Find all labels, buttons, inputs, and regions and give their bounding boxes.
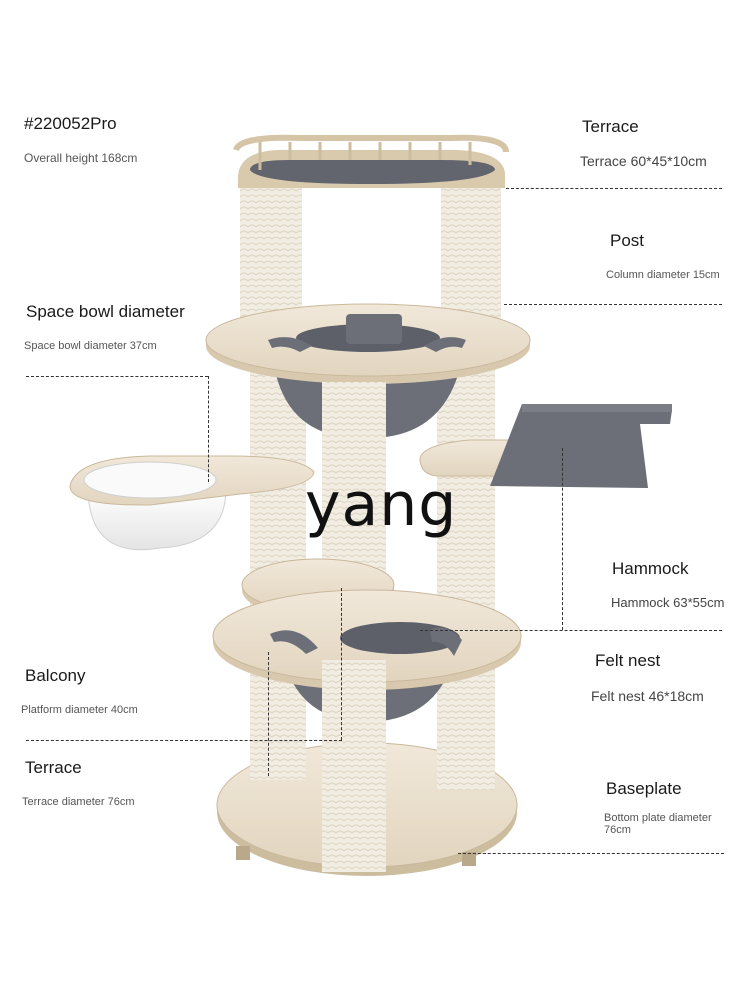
terrace-bottom-title: Terrace — [25, 758, 82, 777]
space-bowl-size: Space bowl diameter 37cm — [24, 340, 157, 352]
terrace-bottom-size: Terrace diameter 76cm — [22, 796, 135, 808]
balcony-title: Balcony — [25, 666, 86, 685]
leader-line-felt-nest — [420, 630, 722, 631]
balcony-size: Platform diameter 40cm — [21, 704, 138, 716]
rope-post — [437, 360, 495, 790]
overall-height: Overall height 168cm — [24, 151, 138, 165]
post-size: Column diameter 15cm — [606, 269, 720, 281]
leader-line-bowl-vertical — [208, 376, 209, 482]
leader-line-balcony-vertical — [341, 588, 342, 740]
felt-nest-size: Felt nest 46*18cm — [591, 688, 704, 704]
leader-line-hammock-vertical — [562, 448, 563, 630]
watermark-text: yang — [305, 470, 458, 540]
hammock-size: Hammock 63*55cm — [611, 595, 725, 610]
felt-nest-title: Felt nest — [595, 651, 661, 670]
baseplate-size: Bottom plate diameter 76cm — [604, 812, 712, 836]
rope-post — [441, 180, 501, 330]
leader-line-baseplate — [458, 853, 724, 854]
hammock — [419, 404, 672, 488]
space-bowl — [69, 455, 315, 551]
leader-line-post — [504, 304, 722, 305]
leader-line-bowl — [26, 376, 208, 377]
post-title: Post — [610, 231, 645, 250]
rope-post — [322, 660, 386, 872]
top-terrace — [233, 134, 509, 188]
product-code: #220052Pro — [24, 114, 117, 133]
leader-line-terrace — [506, 188, 722, 189]
terrace-top-size: Terrace 60*45*10cm — [580, 153, 707, 169]
baseplate-title: Baseplate — [606, 779, 682, 798]
leader-line-terrace-vertical — [268, 652, 269, 776]
terrace-top-title: Terrace — [582, 117, 639, 136]
space-bowl-title: Space bowl diameter — [26, 302, 185, 321]
leader-line-balcony — [26, 740, 342, 741]
hammock-title: Hammock — [612, 559, 689, 578]
